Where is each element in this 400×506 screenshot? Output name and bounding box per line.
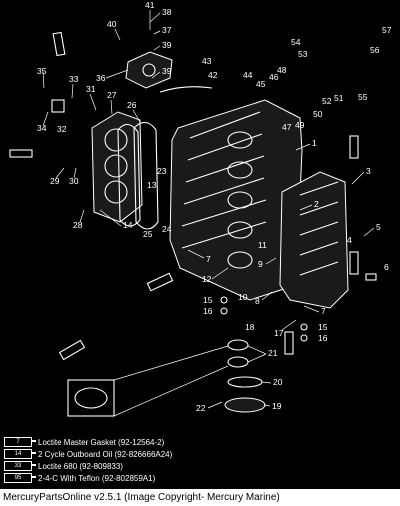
callout-51: 51 bbox=[334, 93, 344, 103]
callout-37: 37 bbox=[162, 25, 172, 35]
callout-16b: 16 bbox=[318, 333, 328, 343]
callout-11: 11 bbox=[258, 240, 267, 250]
callout-26: 26 bbox=[127, 100, 137, 110]
callout-52: 52 bbox=[322, 96, 332, 106]
callout-25: 25 bbox=[143, 229, 153, 239]
callout-12: 12 bbox=[202, 274, 212, 284]
callout-3: 3 bbox=[366, 166, 371, 176]
callout-46: 46 bbox=[269, 72, 279, 82]
callout-27: 27 bbox=[107, 90, 117, 100]
callout-39: 39 bbox=[162, 40, 172, 50]
callout-13: 13 bbox=[147, 180, 157, 190]
callout-7b: 7 bbox=[321, 306, 326, 316]
tube-icon: 14 bbox=[4, 449, 36, 459]
callout-32: 32 bbox=[57, 124, 67, 134]
callout-2: 2 bbox=[314, 199, 319, 209]
callout-44: 44 bbox=[243, 70, 253, 80]
callout-41: 41 bbox=[145, 0, 155, 10]
callout-38: 38 bbox=[162, 7, 172, 17]
callout-4: 4 bbox=[347, 235, 352, 245]
callout-30: 30 bbox=[69, 176, 79, 186]
callout-39b: 39 bbox=[162, 66, 172, 76]
sealant-tubes bbox=[9, 31, 359, 361]
legend-row: 33 Loctite 680 (92-809833) bbox=[4, 460, 396, 472]
callout-20: 20 bbox=[273, 377, 283, 387]
callout-36: 36 bbox=[96, 73, 106, 83]
callout-labels: 1 2 3 4 5 6 7 7 8 9 10 11 12 13 14 15 15… bbox=[37, 0, 392, 413]
callout-49: 49 bbox=[295, 120, 305, 130]
callout-16: 16 bbox=[203, 306, 213, 316]
callout-15b: 15 bbox=[318, 322, 328, 332]
legend-row: 95 2-4-C With Teflon (92-802859A1) bbox=[4, 472, 396, 484]
callout-45: 45 bbox=[256, 79, 266, 89]
bearing-carrier-19 bbox=[224, 397, 266, 413]
callout-47: 47 bbox=[282, 122, 292, 132]
callout-1: 1 bbox=[312, 138, 317, 148]
callout-6: 6 bbox=[384, 262, 389, 272]
callout-34: 34 bbox=[37, 123, 47, 133]
callout-31: 31 bbox=[86, 84, 96, 94]
callout-15: 15 bbox=[203, 295, 213, 305]
seal-21 bbox=[227, 339, 249, 351]
callout-24: 24 bbox=[162, 224, 172, 234]
legend-row: 14 2 Cycle Outboard Oil (92-826666A24) bbox=[4, 448, 396, 460]
o-ring-20 bbox=[227, 376, 263, 388]
legend-text: Loctite 680 (92-809833) bbox=[38, 461, 123, 471]
tube-icon: 7 bbox=[4, 437, 36, 447]
callout-40: 40 bbox=[107, 19, 117, 29]
cylinder-head-cover bbox=[91, 111, 143, 223]
legend-text: 2 Cycle Outboard Oil (92-826666A24) bbox=[38, 449, 173, 459]
callout-33: 33 bbox=[69, 74, 79, 84]
callout-53: 53 bbox=[298, 49, 308, 59]
exploded-parts-diagram: 1 2 3 4 5 6 7 7 8 9 10 11 12 13 14 15 15… bbox=[9, 0, 392, 417]
callout-57: 57 bbox=[382, 25, 392, 35]
callout-19: 19 bbox=[272, 401, 282, 411]
legend-text: Loctite Master Gasket (92-12564-2) bbox=[38, 437, 165, 447]
copyright-footer: MercuryPartsOnline v2.5.1 (Image Copyrig… bbox=[0, 489, 400, 506]
callout-56: 56 bbox=[370, 45, 380, 55]
sealant-legend: 7 Loctite Master Gasket (92-12564-2) 14 … bbox=[4, 436, 396, 484]
callout-7: 7 bbox=[206, 254, 211, 264]
tube-icon: 95 bbox=[4, 473, 36, 483]
callout-10: 10 bbox=[238, 292, 248, 302]
thermostat-housing bbox=[125, 51, 173, 89]
callout-48: 48 bbox=[277, 65, 287, 75]
callout-5: 5 bbox=[376, 222, 381, 232]
callout-28: 28 bbox=[73, 220, 83, 230]
callout-9: 9 bbox=[258, 259, 263, 269]
callout-29: 29 bbox=[50, 176, 60, 186]
seal-inset bbox=[67, 379, 115, 417]
callout-22: 22 bbox=[196, 403, 206, 413]
legend-text: 2-4-C With Teflon (92-802859A1) bbox=[38, 473, 156, 483]
callout-21: 21 bbox=[268, 348, 278, 358]
legend-row: 7 Loctite Master Gasket (92-12564-2) bbox=[4, 436, 396, 448]
head-gasket bbox=[117, 123, 141, 227]
callout-23: 23 bbox=[157, 166, 167, 176]
hose bbox=[159, 86, 213, 93]
callout-55: 55 bbox=[358, 92, 368, 102]
tube-icon: 33 bbox=[4, 461, 36, 471]
callout-17: 17 bbox=[274, 328, 284, 338]
callout-14: 14 bbox=[123, 220, 133, 230]
seal-21b bbox=[227, 356, 249, 368]
callout-35: 35 bbox=[37, 66, 47, 76]
callout-8: 8 bbox=[255, 296, 260, 306]
callout-43: 43 bbox=[202, 56, 212, 66]
cylinder-block bbox=[169, 99, 303, 301]
cover-gasket bbox=[133, 121, 159, 230]
callout-42: 42 bbox=[208, 70, 218, 80]
crankcase-cover bbox=[279, 171, 349, 309]
callout-54: 54 bbox=[291, 37, 301, 47]
callout-50: 50 bbox=[313, 109, 323, 119]
callout-18: 18 bbox=[245, 322, 255, 332]
